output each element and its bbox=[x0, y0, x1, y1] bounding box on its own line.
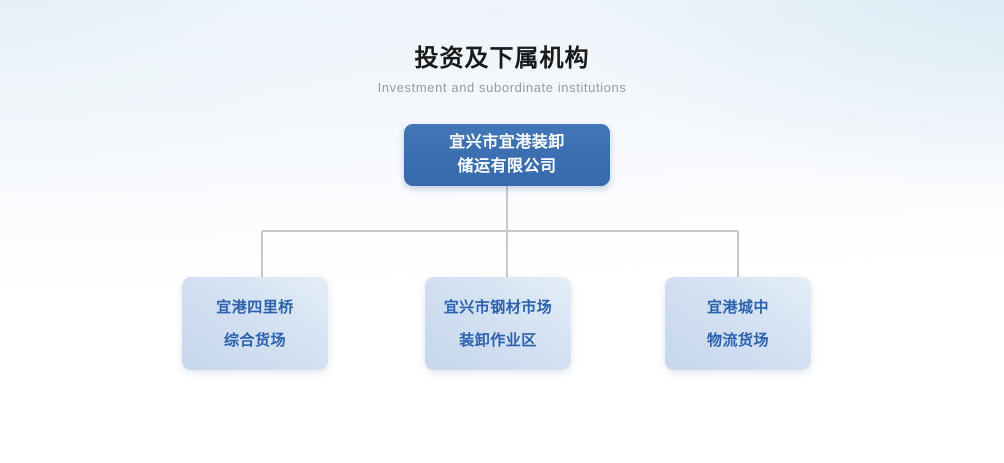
org-node-child-2-line-2: 装卸作业区 bbox=[459, 331, 537, 349]
org-node-child-3-line-1: 宜港城中 bbox=[706, 298, 769, 316]
page-title: 投资及下属机构 bbox=[414, 45, 590, 72]
org-node-child-1-line-1: 宜港四里桥 bbox=[216, 298, 294, 316]
org-node-child-1[interactable]: 宜港四里桥 综合货场 bbox=[182, 277, 328, 370]
org-node-child-1-line-2: 综合货场 bbox=[223, 331, 286, 349]
org-node-child-3-line-2: 物流货场 bbox=[706, 331, 769, 349]
org-node-child-2[interactable]: 宜兴市钢材市场 装卸作业区 bbox=[425, 277, 571, 370]
org-node-root[interactable]: 宜兴市宜港装卸 储运有限公司 bbox=[404, 124, 610, 186]
org-node-child-2-line-1: 宜兴市钢材市场 bbox=[443, 298, 553, 316]
org-node-root-line-2: 储运有限公司 bbox=[457, 158, 557, 175]
org-node-root-line-1: 宜兴市宜港装卸 bbox=[449, 134, 565, 151]
page-subtitle: Investment and subordinate institutions bbox=[377, 80, 627, 95]
page-header: 投资及下属机构 Investment and subordinate insti… bbox=[0, 44, 1004, 96]
org-node-child-3[interactable]: 宜港城中 物流货场 bbox=[665, 277, 811, 370]
